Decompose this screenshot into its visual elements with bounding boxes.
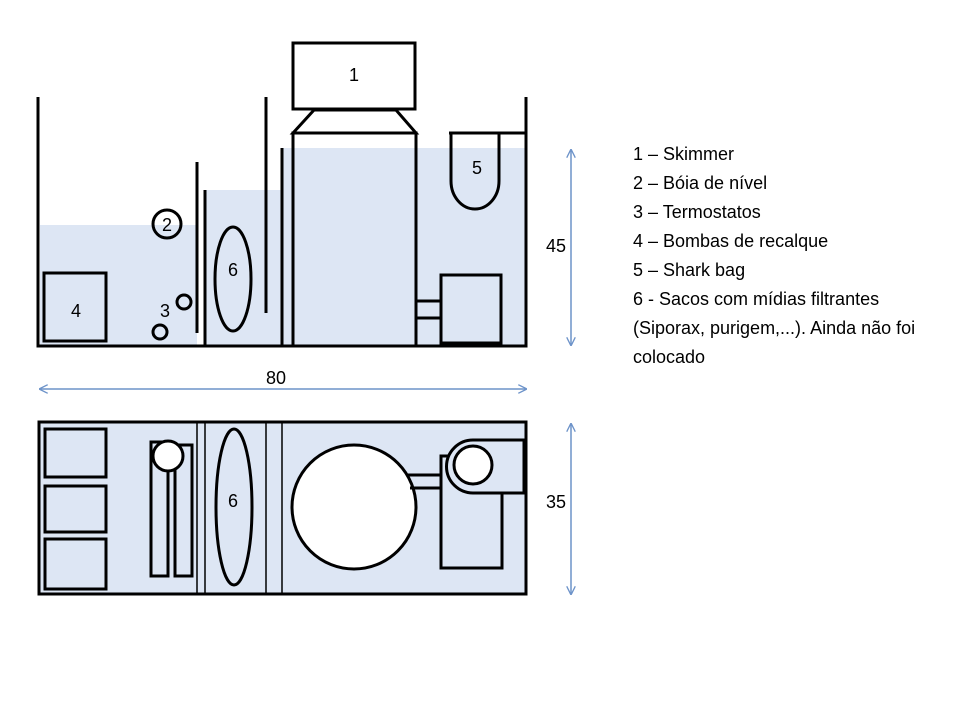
label-media-side: 6 bbox=[228, 260, 238, 280]
width-dimension-label: 80 bbox=[266, 368, 286, 388]
label-pumps: 4 bbox=[71, 301, 81, 321]
label-media-top: 6 bbox=[228, 491, 238, 511]
side-view: 1 2 3 4 5 6 45 80 bbox=[36, 41, 571, 389]
float-switch bbox=[151, 208, 183, 240]
media-bag-side bbox=[213, 225, 253, 333]
heater-top bbox=[175, 293, 193, 311]
legend-item-heaters: 3 – Termostatos bbox=[633, 202, 761, 222]
shark-bag-opening bbox=[452, 444, 494, 486]
legend-item-float: 2 – Bóia de nível bbox=[633, 173, 768, 193]
return-pump-side bbox=[42, 271, 108, 343]
depth-dimension-label: 35 bbox=[546, 492, 566, 512]
label-float: 2 bbox=[162, 215, 172, 235]
legend-item-media: 6 - Sacos com mídias filtrantes (Siporax… bbox=[633, 289, 916, 367]
return-pump-top-3 bbox=[43, 537, 108, 591]
water-section-right bbox=[282, 148, 525, 346]
label-heaters: 3 bbox=[160, 301, 170, 321]
heater-bottom bbox=[151, 323, 169, 341]
legend-item-shark-bag: 5 – Shark bag bbox=[633, 260, 746, 280]
skimmer-top bbox=[290, 443, 418, 571]
legend: 1 – Skimmer 2 – Bóia de nível 3 – Termos… bbox=[633, 140, 933, 372]
heater-top-view-2 bbox=[173, 443, 194, 578]
skimmer-pump-side bbox=[439, 273, 503, 345]
skimmer-body bbox=[291, 131, 418, 348]
media-bag-top bbox=[214, 427, 254, 587]
skimmer-cup bbox=[291, 41, 417, 111]
top-view: 6 35 bbox=[37, 420, 571, 596]
legend-item-pumps: 4 – Bombas de recalque bbox=[633, 231, 829, 251]
height-dimension-label: 45 bbox=[546, 236, 566, 256]
legend-item-skimmer: 1 – Skimmer bbox=[633, 144, 735, 164]
shark-bag-side bbox=[449, 133, 501, 211]
skimmer-neck bbox=[289, 108, 420, 135]
float-switch-top bbox=[151, 439, 185, 473]
label-shark-bag: 5 bbox=[472, 158, 482, 178]
label-skimmer: 1 bbox=[349, 65, 359, 85]
return-pump-top-1 bbox=[43, 427, 108, 479]
return-pump-top-2 bbox=[43, 484, 108, 534]
